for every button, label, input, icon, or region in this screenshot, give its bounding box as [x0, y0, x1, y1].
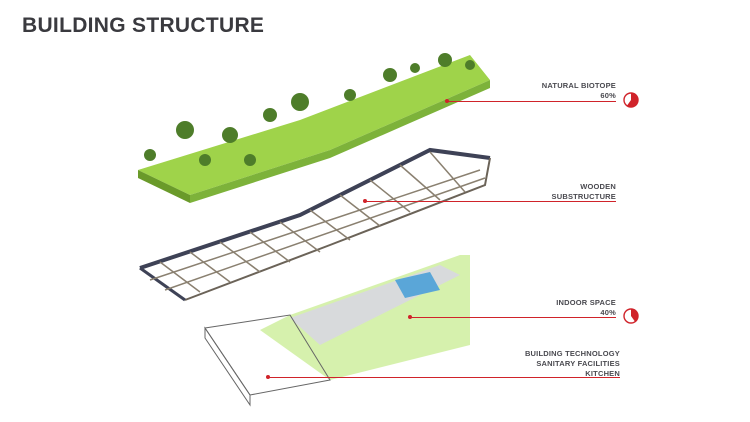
wooden-substructure-label: WOODEN SUBSTRUCTURE — [552, 182, 616, 202]
label-line: KITCHEN — [585, 369, 620, 378]
natural-biotope-label: NATURAL BIOTOPE 60% — [542, 81, 616, 101]
wooden-substructure-layer — [139, 147, 491, 302]
pie-icon-40 — [623, 308, 639, 324]
label-line: SUBSTRUCTURE — [551, 192, 616, 201]
pie-icon-60 — [623, 92, 639, 108]
label-line: INDOOR SPACE — [556, 298, 616, 307]
label-line: NATURAL BIOTOPE — [541, 81, 616, 90]
building-technology-label: BUILDING TECHNOLOGY SANITARY FACILITIES … — [525, 349, 620, 379]
building-technology-leader-line — [268, 377, 620, 378]
natural-biotope-leader-line — [447, 101, 616, 102]
percent-value: 40% — [600, 308, 616, 317]
indoor-space-layer — [204, 255, 470, 407]
indoor-space-label: INDOOR SPACE 40% — [556, 298, 616, 318]
label-line: SANITARY FACILITIES — [536, 359, 620, 368]
natural-biotope-layer — [138, 53, 490, 203]
indoor-space-leader-line — [410, 317, 616, 318]
page-title: BUILDING STRUCTURE — [22, 14, 265, 37]
wooden-substructure-leader-line — [365, 201, 616, 202]
percent-value: 60% — [600, 91, 616, 100]
label-line: WOODEN — [580, 182, 616, 191]
label-line: BUILDING TECHNOLOGY — [524, 349, 620, 358]
